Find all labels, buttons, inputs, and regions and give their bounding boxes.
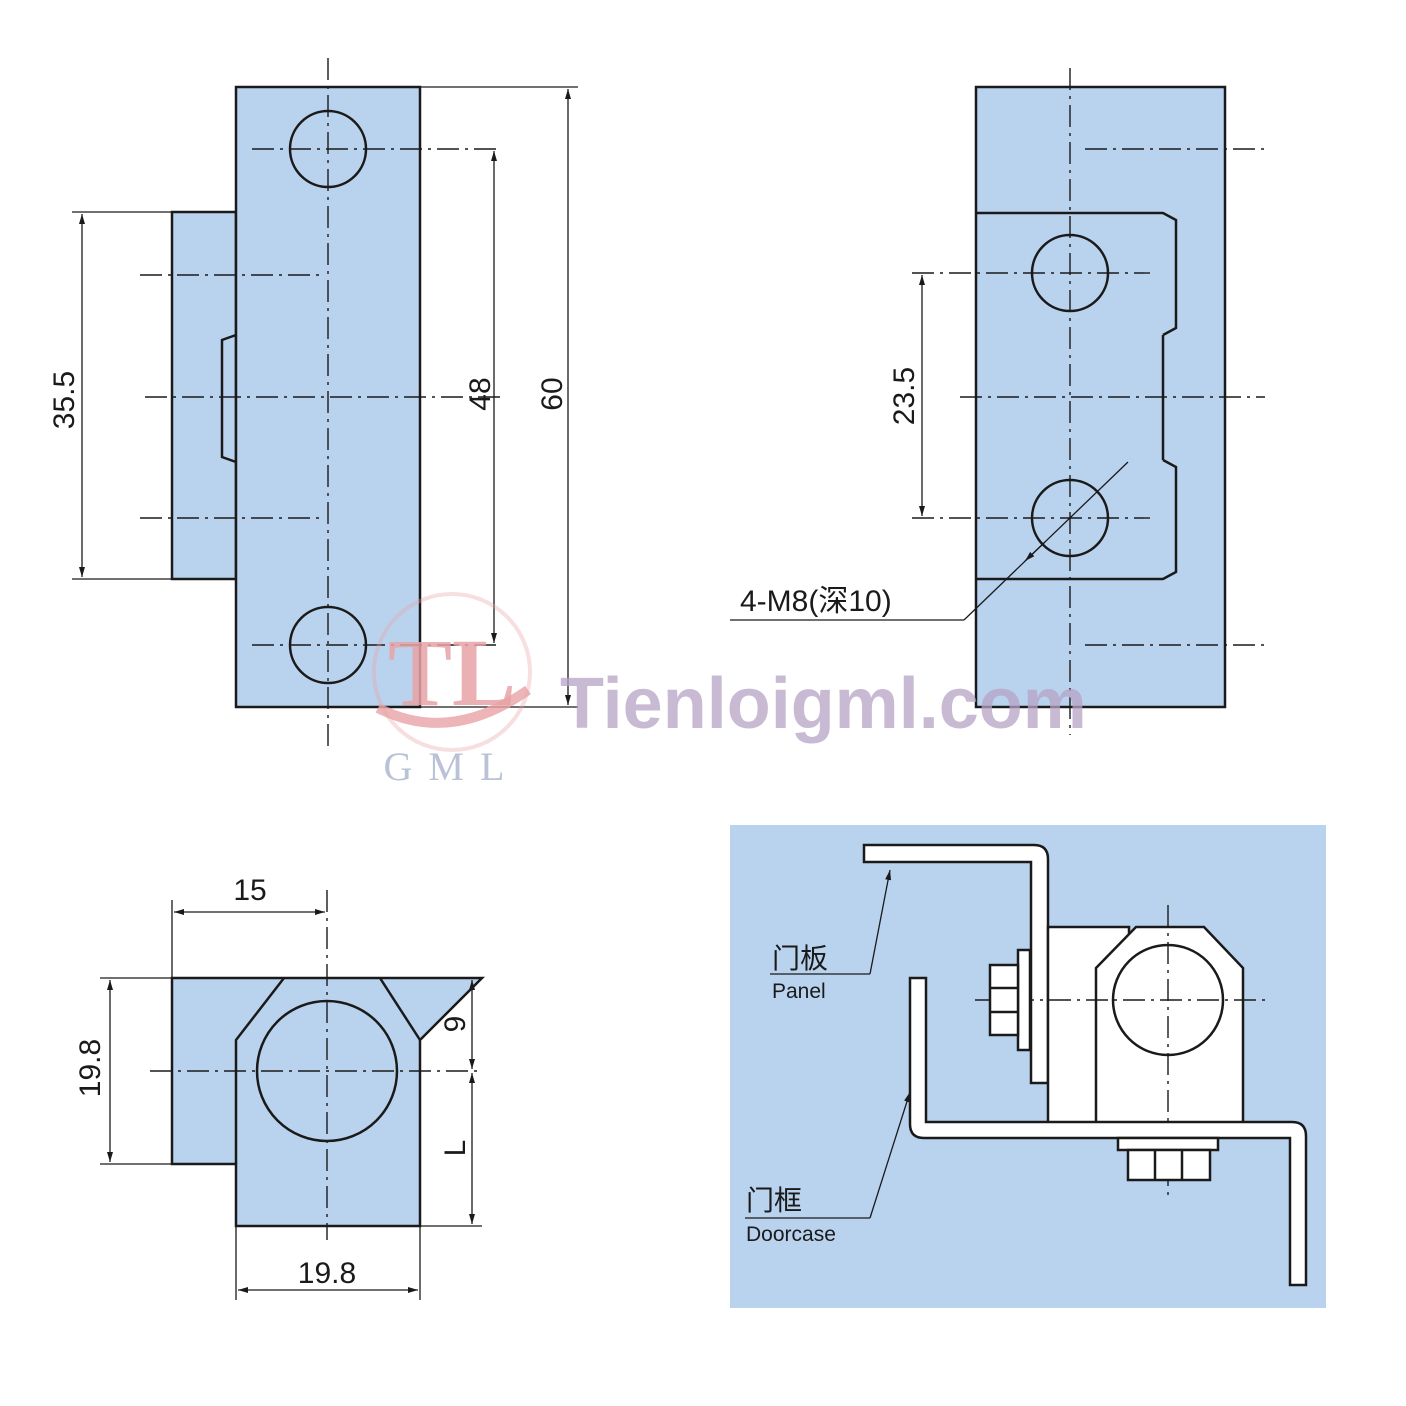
- doorcase-label-en: Doorcase: [746, 1223, 836, 1246]
- dim-60-label: 60: [536, 377, 569, 410]
- panel-screw-head: [988, 963, 1020, 1037]
- panel-leader: [869, 869, 892, 975]
- panel-screw-washer: [1016, 948, 1032, 1052]
- top-chamfer-edges: [234, 977, 422, 1164]
- watermark-logo-swoosh: [375, 685, 531, 728]
- doorcase-screw-head: [1126, 1148, 1212, 1182]
- installation-diagram: 门板 Panel 门框 Doorcase: [730, 825, 1326, 1308]
- thread-leader-arrow: [1024, 541, 1046, 562]
- panel-label-cn: 门板: [772, 942, 828, 975]
- watermark-site-text: Tienloigml.com: [560, 664, 1087, 744]
- watermark-logo-subtext: GML: [384, 744, 521, 789]
- doorcase-leader: [869, 1091, 911, 1219]
- watermark-logo-ring: [372, 592, 532, 752]
- front-side-notch: [220, 333, 237, 464]
- thread-leader-line: [963, 461, 1129, 621]
- side-lower-flange: [976, 458, 1178, 581]
- doorcase-label-cn: 门框: [746, 1184, 802, 1217]
- front-view: 35.5 48 60: [48, 58, 578, 750]
- panel-label-en: Panel: [772, 980, 826, 1003]
- doorcase-screw-washer: [1116, 1136, 1220, 1152]
- watermark-logo-text: TL: [388, 619, 516, 726]
- top-view: 15 19.8 9 L 19.8: [74, 874, 486, 1300]
- dim-35-5-label: 35.5: [48, 371, 81, 429]
- dim-23-5-label: 23.5: [888, 367, 921, 425]
- dim-19-8-bottom-label: 19.8: [298, 1257, 356, 1290]
- dim-15-label: 15: [233, 874, 266, 907]
- watermark: TL GML Tienloigml.com: [372, 592, 1087, 789]
- dim-9-label: 9: [439, 1016, 472, 1033]
- doorcase-plate: [908, 976, 1308, 1287]
- dim-48-label: 48: [464, 377, 497, 410]
- dim-l-label: L: [439, 1140, 472, 1157]
- front-side-block: [170, 210, 238, 581]
- side-view: 23.5 4-M8(深10): [730, 68, 1265, 735]
- dim-19-8-left-label: 19.8: [74, 1039, 107, 1097]
- side-upper-flange: [976, 211, 1178, 337]
- thread-callout-label: 4-M8(深10): [740, 585, 892, 618]
